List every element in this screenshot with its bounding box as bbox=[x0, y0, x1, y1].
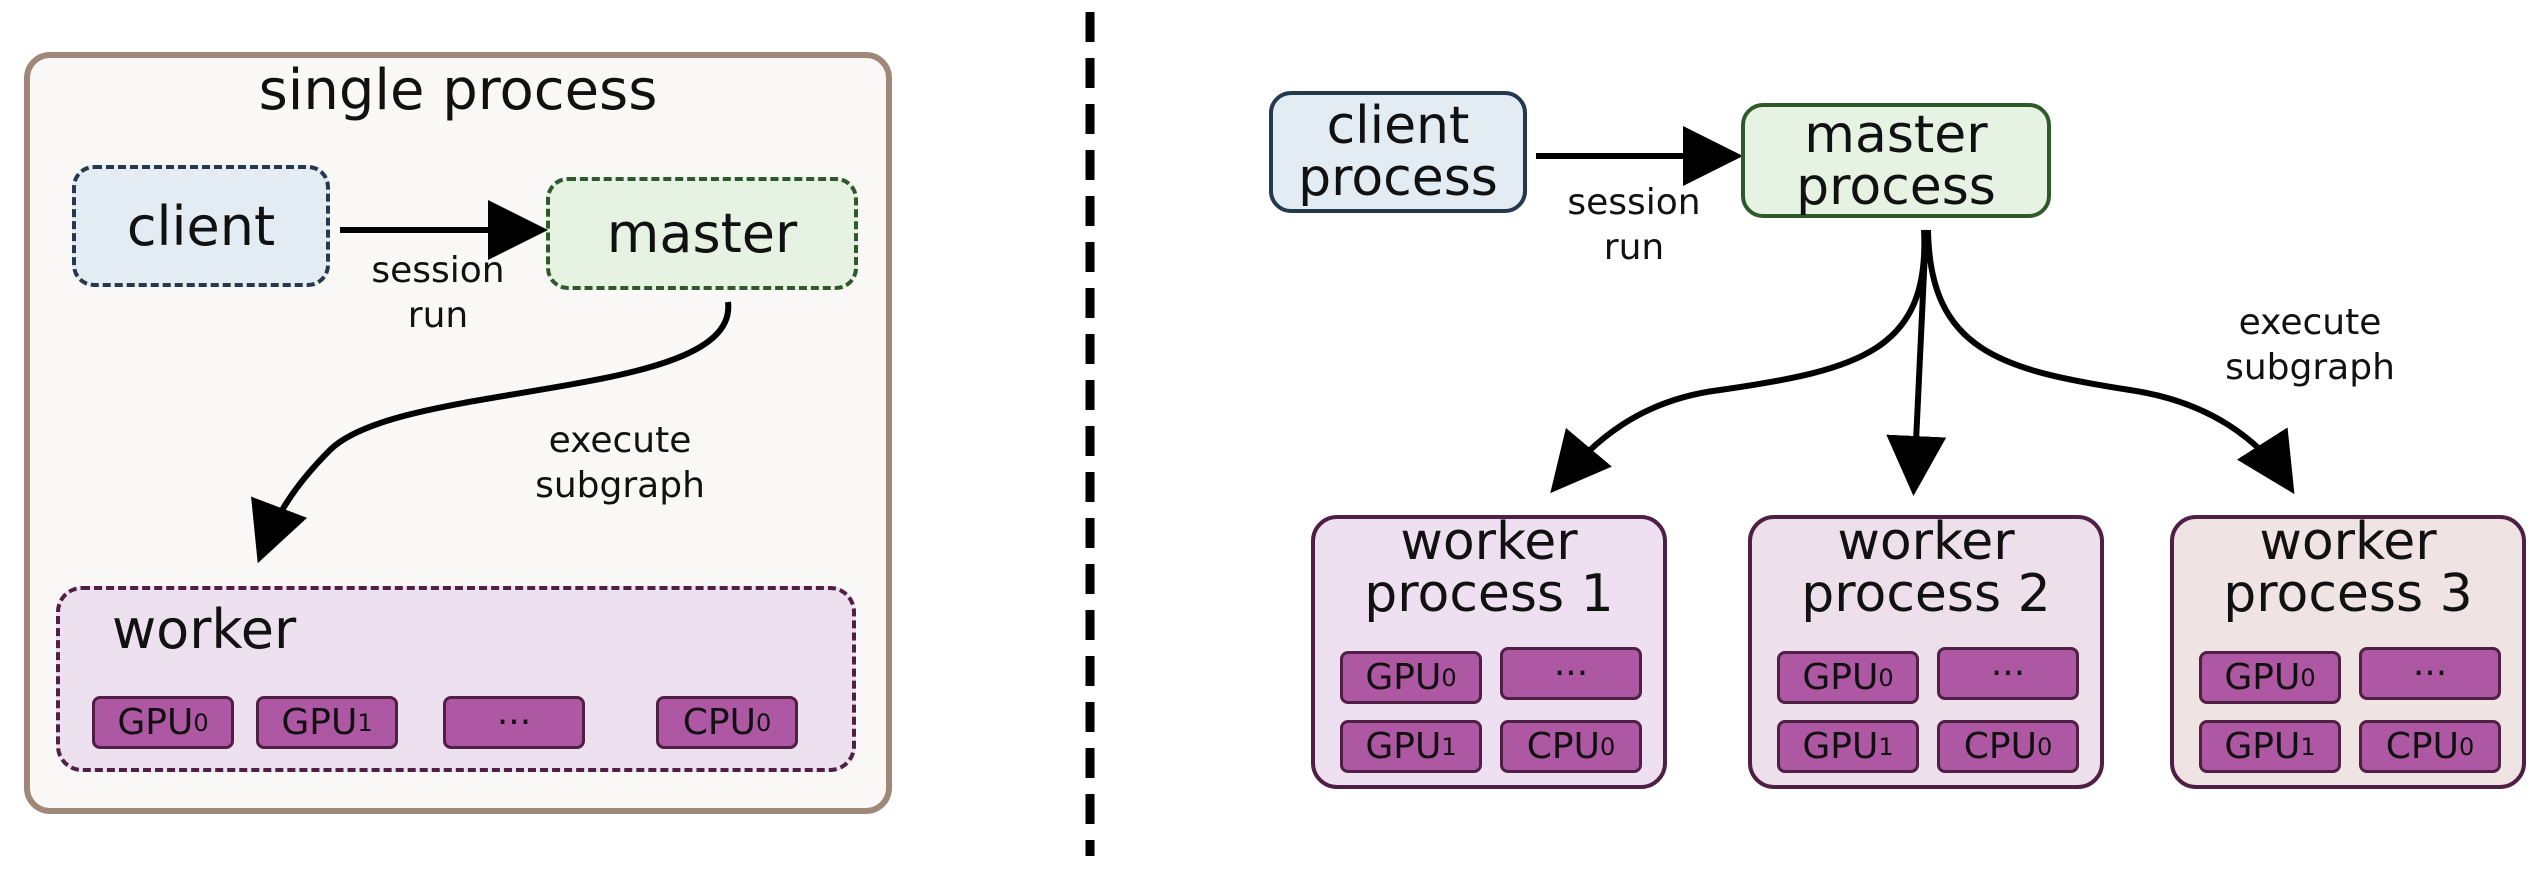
worker-process-2-title: worker process 2 bbox=[1801, 512, 2051, 624]
client-process-line1: client bbox=[1326, 96, 1470, 156]
master-process-line1: master bbox=[1804, 104, 1988, 165]
execute-subgraph-label: execute subgraph bbox=[535, 420, 705, 506]
arrow-master-to-worker-1 bbox=[1550, 229, 1928, 494]
worker-process-3-title: worker process 3 bbox=[2223, 512, 2473, 624]
worker-3-chip-ellipsis: ··· bbox=[2359, 647, 2501, 700]
execute-subgraph-label-right: execute subgraph bbox=[2225, 302, 2395, 388]
client-process-line2: process bbox=[1298, 148, 1498, 208]
session-run-label: session run bbox=[371, 250, 505, 336]
arrow-master-to-worker-2 bbox=[1886, 229, 1947, 496]
client-node: client bbox=[72, 165, 330, 287]
master-node: master bbox=[546, 177, 858, 290]
worker-1-chip-ellipsis: ··· bbox=[1500, 647, 1642, 700]
master-process-line2: process bbox=[1796, 156, 1996, 217]
worker-2-chip-ellipsis: ··· bbox=[1937, 647, 2079, 700]
chip-ellipsis: ··· bbox=[443, 696, 585, 749]
worker-process-1-title: worker process 1 bbox=[1364, 512, 1614, 624]
arrow-master-to-worker-3 bbox=[1925, 229, 2295, 495]
worker-label: worker bbox=[112, 598, 297, 661]
master-process-node: master process bbox=[1741, 103, 2051, 218]
client-label: client bbox=[126, 194, 276, 258]
arrow-master-to-worker bbox=[251, 301, 732, 564]
session-run-label-right: session run bbox=[1567, 182, 1701, 268]
single-process-title: single process bbox=[258, 58, 658, 123]
client-process-node: client process bbox=[1269, 91, 1527, 213]
master-label: master bbox=[606, 202, 798, 265]
